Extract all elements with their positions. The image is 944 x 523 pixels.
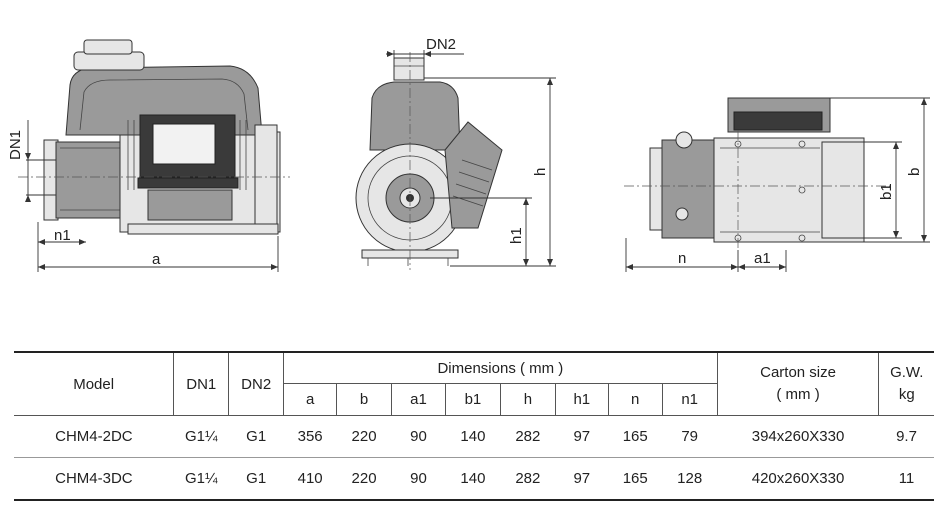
specification-table: Model DN1 DN2 Dimensions ( mm ) Carton s… bbox=[14, 351, 934, 501]
header-carton-size: Carton size ( mm ) bbox=[716, 351, 880, 416]
label-b: b bbox=[906, 168, 923, 176]
label-a: a bbox=[152, 251, 161, 268]
label-dn2: DN2 bbox=[426, 36, 456, 53]
cell-n1: 128 bbox=[662, 457, 718, 501]
header-col-a: a bbox=[283, 383, 338, 416]
cell-a: 410 bbox=[283, 457, 337, 501]
label-a1: a1 bbox=[754, 250, 771, 267]
header-carton-line2: ( mm ) bbox=[776, 386, 820, 403]
cell-b1: 140 bbox=[445, 415, 501, 458]
cell-b: 220 bbox=[336, 457, 392, 501]
label-dn1: DN1 bbox=[7, 130, 24, 160]
cell-dn2: G1 bbox=[228, 415, 284, 458]
header-gw-line2: kg bbox=[898, 386, 915, 403]
cell-n1: 79 bbox=[662, 415, 718, 458]
cell-dn2: G1 bbox=[228, 457, 284, 501]
cell-model: CHM4-2DC bbox=[14, 415, 174, 458]
table-row: CHM4-2DC G1¼ G1 356 220 90 140 282 97 16… bbox=[14, 415, 934, 458]
header-col-h: h bbox=[499, 383, 556, 416]
header-gross-weight: G.W. kg bbox=[878, 351, 934, 416]
cell-h: 282 bbox=[500, 457, 556, 501]
header-gw-line1: G.W. bbox=[890, 364, 924, 381]
label-n: n bbox=[678, 250, 686, 267]
header-carton-line1: Carton size bbox=[760, 364, 836, 381]
cell-gw: 11 bbox=[878, 457, 934, 501]
top-view-drawing: n a1 b1 b bbox=[624, 97, 930, 272]
header-col-b: b bbox=[336, 383, 393, 416]
cell-h1: 97 bbox=[555, 457, 609, 501]
cell-dn1: G1¼ bbox=[173, 457, 229, 501]
cell-n: 165 bbox=[608, 457, 663, 501]
header-dn1: DN1 bbox=[173, 351, 230, 416]
cell-carton: 394x260X330 bbox=[717, 415, 879, 458]
cell-model: CHM4-3DC bbox=[14, 457, 174, 501]
header-dimensions: Dimensions ( mm ) bbox=[283, 351, 718, 384]
cell-h1: 97 bbox=[555, 415, 609, 458]
label-h: h bbox=[532, 168, 549, 176]
header-col-n: n bbox=[607, 383, 663, 416]
cell-a1: 90 bbox=[391, 457, 446, 501]
cell-n: 165 bbox=[608, 415, 663, 458]
cell-b1: 140 bbox=[445, 457, 501, 501]
label-b1: b1 bbox=[878, 183, 895, 200]
front-view-drawing: DN1 n1 a bbox=[7, 39, 290, 272]
cell-a1: 90 bbox=[391, 415, 446, 458]
header-col-h1: h1 bbox=[554, 383, 609, 416]
header-col-a1: a1 bbox=[391, 383, 446, 416]
header-dn2: DN2 bbox=[228, 351, 285, 416]
cell-carton: 420x260X330 bbox=[717, 457, 879, 501]
label-h1: h1 bbox=[508, 227, 525, 244]
header-model: Model bbox=[14, 351, 175, 416]
cell-dn1: G1¼ bbox=[173, 415, 229, 458]
table-row: CHM4-3DC G1¼ G1 410 220 90 140 282 97 16… bbox=[14, 457, 934, 501]
technical-drawings: DN1 n1 a bbox=[7, 36, 930, 272]
cell-b: 220 bbox=[336, 415, 392, 458]
header-col-b1: b1 bbox=[444, 383, 501, 416]
cell-gw: 9.7 bbox=[878, 415, 934, 458]
cell-h: 282 bbox=[500, 415, 556, 458]
label-n1: n1 bbox=[54, 227, 71, 244]
header-col-n1: n1 bbox=[661, 383, 718, 416]
side-view-drawing: DN2 h h1 bbox=[355, 36, 556, 270]
cell-a: 356 bbox=[283, 415, 337, 458]
